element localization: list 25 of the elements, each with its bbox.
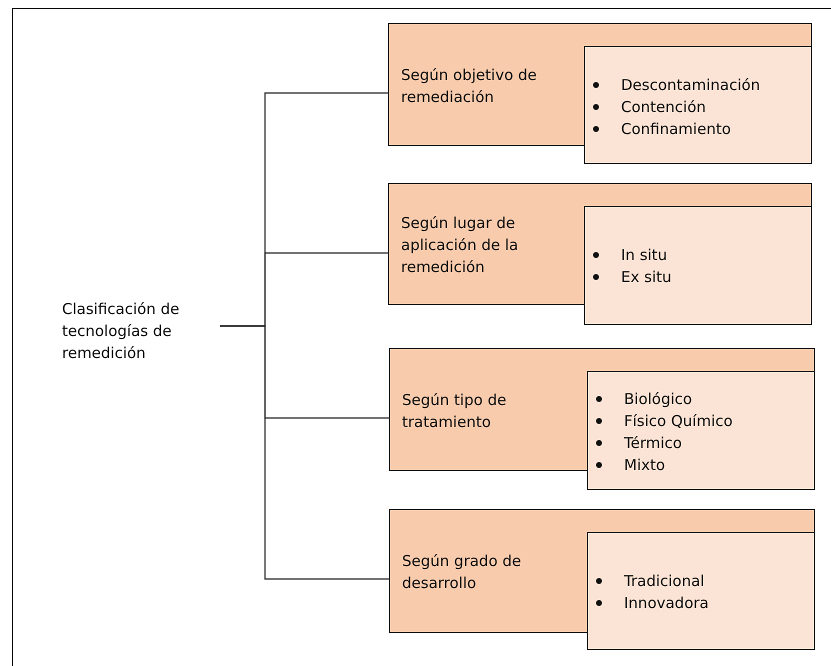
list-box xyxy=(584,206,812,325)
list-item: Confinamiento xyxy=(621,119,731,140)
list-box xyxy=(584,46,812,164)
list-item: Mixto xyxy=(624,455,666,476)
list-item: Innovadora xyxy=(624,593,709,614)
category-title: Según lugar de aplicación de la remedición xyxy=(401,213,520,278)
connector-line xyxy=(220,325,389,580)
root-label: Clasificación de tecnologías de remedición xyxy=(62,298,220,368)
list-item: Contención xyxy=(621,97,706,118)
list-item: Térmico xyxy=(624,433,682,454)
list-item: Tradicional xyxy=(624,571,704,592)
list-item: Ex situ xyxy=(621,267,672,288)
list-box xyxy=(587,532,815,650)
list-item: Biológico xyxy=(624,389,692,410)
category-box xyxy=(389,509,587,633)
category-title: Según tipo de tratamiento xyxy=(402,390,508,433)
list-item: In situ xyxy=(621,245,668,266)
category-title: Según grado de desarrollo xyxy=(402,551,522,594)
list-item: Físico Químico xyxy=(624,411,733,432)
list-item: Descontaminación xyxy=(621,75,760,96)
category-box xyxy=(389,348,587,471)
list-box xyxy=(587,371,815,490)
category-title: Según objetivo de remediación xyxy=(401,65,538,108)
category-box xyxy=(388,183,584,305)
category-box xyxy=(388,23,584,146)
